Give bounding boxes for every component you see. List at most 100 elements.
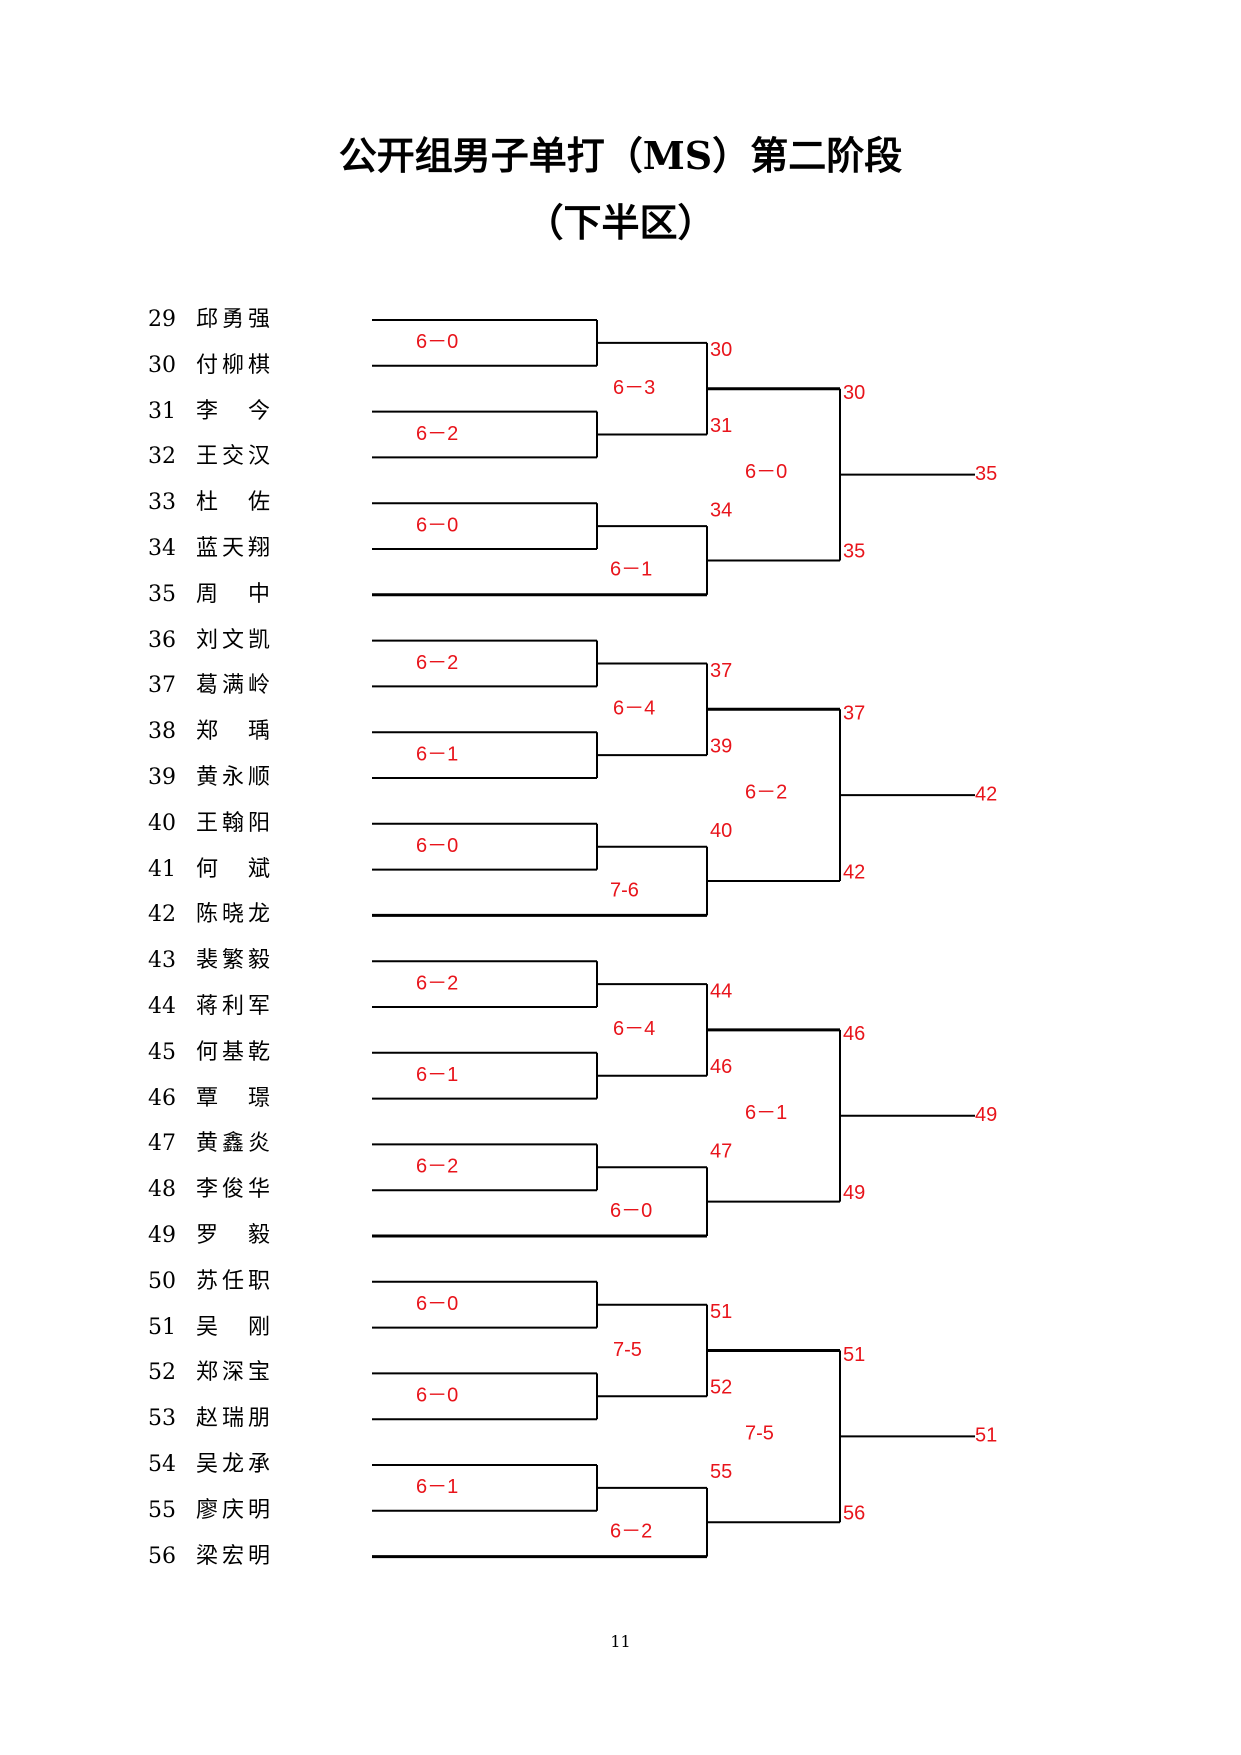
match-score: 6－0 [416,514,458,536]
player-row: 29 邱勇强 [148,304,274,336]
player-name: 付柳棋 [196,352,275,378]
winner-number: 30 [710,339,732,361]
player-number: 40 [148,810,176,836]
player-name: 苏任职 [196,1268,275,1294]
player-row: 51 吴 刚 [148,1312,274,1344]
player-name: 王交汉 [196,444,275,470]
player-row: 35 周 中 [148,579,274,611]
player-number: 32 [148,444,176,470]
match-score: 6－2 [416,652,458,674]
player-name: 罗 毅 [196,1223,275,1248]
page-number: 11 [610,1632,631,1651]
winner-number: 37 [843,703,865,725]
match-score: 6－1 [416,743,458,765]
player-name: 何基乾 [196,1039,275,1065]
player-row: 38 郑 瑀 [148,716,274,748]
player-row: 30 付柳棋 [148,350,274,382]
player-name: 郑 瑀 [196,719,275,745]
player-number: 31 [148,398,176,424]
player-number: 42 [148,902,176,928]
match-score: 6－1 [610,559,652,581]
player-name: 覃 璟 [196,1085,275,1111]
winner-number: 46 [843,1023,865,1045]
match-score: 6－1 [745,1102,787,1124]
winner-number: 35 [843,541,865,563]
match-score: 6－2 [416,423,458,445]
player-name: 郑深宝 [196,1360,275,1386]
page-title: 公开组男子单打（MS）第二阶段 [338,133,903,178]
winner-number: 49 [843,1182,865,1204]
player-number: 48 [148,1177,176,1203]
player-number: 37 [148,673,176,699]
player-number: 47 [148,1131,176,1157]
player-name: 王翰阳 [196,810,275,836]
player-number: 53 [148,1406,176,1432]
match-score: 6－0 [745,461,787,483]
player-name: 刘文凯 [196,627,275,653]
player-number: 56 [148,1543,176,1569]
player-name: 周 中 [196,581,275,607]
player-name: 廖庆明 [196,1497,275,1523]
player-number: 34 [148,536,176,561]
player-number: 43 [148,948,176,974]
winner-number: 47 [710,1141,732,1163]
player-number: 41 [148,856,176,882]
winner-number: 40 [710,820,732,842]
final-winner-number: 42 [975,783,997,805]
winner-number: 44 [710,980,732,1002]
player-name: 裴繁毅 [196,948,275,974]
player-name: 葛满岭 [196,673,275,699]
match-score: 7-6 [610,879,639,901]
player-number: 36 [148,627,176,653]
player-number: 38 [148,719,176,745]
match-score: 6－2 [416,972,458,994]
player-row: 42 陈晓龙 [148,899,274,931]
player-row: 39 黄永顺 [148,762,274,794]
match-score: 6－0 [610,1200,652,1222]
player-name: 吴 刚 [196,1314,275,1340]
match-score: 6－1 [416,1064,458,1086]
player-row: 50 苏任职 [148,1266,274,1298]
match-score: 6－0 [416,835,458,857]
player-number: 30 [148,352,176,378]
player-name: 杜 佐 [196,490,275,516]
player-name: 邱勇强 [196,307,275,332]
winner-number: 31 [710,415,732,437]
final-winner-number: 49 [975,1104,997,1126]
winner-number: 37 [710,660,732,682]
player-name: 李 今 [196,398,275,424]
player-name: 黄鑫炎 [196,1131,275,1157]
player-number: 46 [148,1085,176,1111]
player-number: 45 [148,1039,176,1065]
winner-number: 51 [843,1344,865,1366]
player-row: 55 廖庆明 [148,1495,274,1527]
player-name: 李俊华 [196,1177,275,1203]
player-number: 50 [148,1268,176,1294]
final-winner-number: 51 [975,1425,997,1447]
player-number: 44 [148,994,176,1019]
winner-number: 56 [843,1503,865,1525]
player-row: 31 李 今 [148,396,274,428]
player-number: 29 [148,307,176,332]
player-row: 37 葛满岭 [148,670,274,702]
winner-number: 55 [710,1461,732,1483]
player-number: 39 [148,765,176,790]
player-number: 35 [148,581,176,607]
winner-number: 51 [710,1301,732,1323]
player-name: 蒋利军 [196,994,275,1019]
player-row: 45 何基乾 [148,1037,274,1069]
player-row: 48 李俊华 [148,1174,274,1206]
player-name: 陈晓龙 [196,902,275,928]
player-name: 黄永顺 [196,765,275,790]
winner-number: 46 [710,1056,732,1078]
player-number: 55 [148,1497,176,1523]
match-score: 6－4 [613,1018,655,1040]
match-score: 6－1 [416,1476,458,1498]
winner-number: 52 [710,1377,732,1399]
player-number: 51 [148,1314,176,1340]
